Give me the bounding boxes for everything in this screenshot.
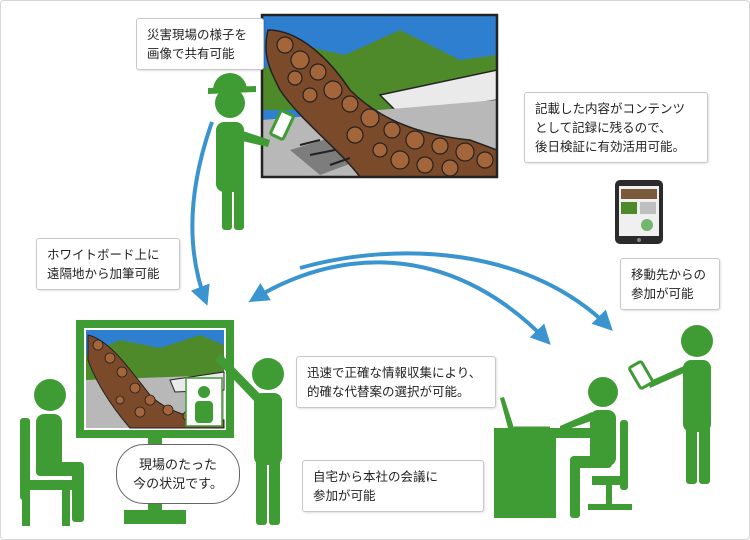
mobile-participant-figure [628,325,713,484]
field-worker-figure [208,73,295,230]
arrow-field-to-board [190,121,214,306]
tablet-device [615,180,663,244]
note-decision: 迅速で正確な情報収集により、 的確な代替案の選択が可能。 [296,356,496,408]
disaster-photo [260,13,499,179]
desk-worker-figure [494,377,632,518]
note-share-images: 災害現場の様子を 画像で共有可能 [136,18,264,70]
note-mobile-join: 移動先からの 参加が可能 [620,258,720,310]
arrow-to-mobile [299,251,613,331]
note-home-join: 自宅から本社の会議に 参加が可能 [302,460,484,512]
arrow-board-to-home [248,260,551,345]
speech-bubble-status: 現場のたった 今の状況です。 [116,444,240,504]
note-record-content: 記載した内容がコンテンツ として記録に残るので、 後日検証に有効活用可能。 [524,92,708,163]
flow-arrows [190,121,613,345]
seated-person-left [20,379,84,526]
note-whiteboard: ホワイトボード上に 遠隔地から加筆可能 [36,238,180,290]
presenter-figure [215,354,284,525]
